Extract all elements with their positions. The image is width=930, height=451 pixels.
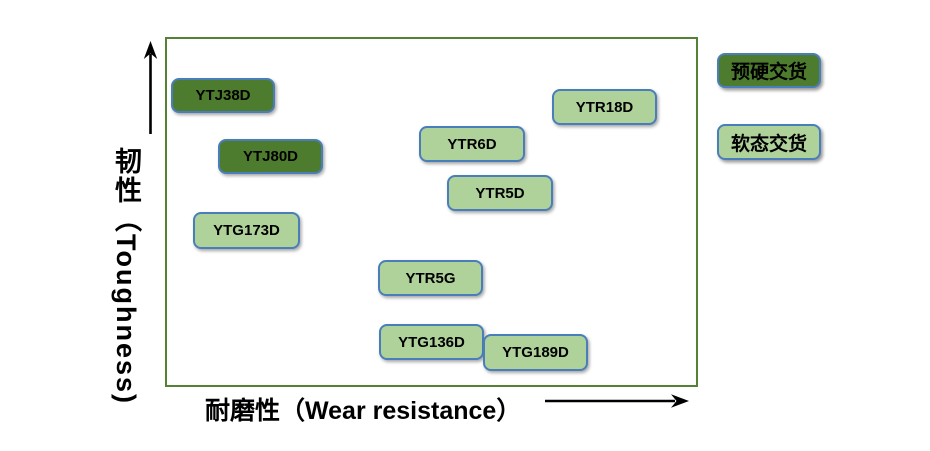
legend-item-label: 软态交货 [730, 133, 807, 155]
x-axis-label: 耐磨性（Wear resistance） [205, 397, 522, 425]
grade-box-YTR18D: YTR18D [552, 89, 657, 125]
grade-box-YTG189D: YTG189D [483, 334, 588, 371]
legend-item-label: 预硬交货 [730, 62, 807, 83]
grade-box-label: YTR5D [475, 184, 525, 202]
y-axis-label: 韧性（Toughness) [111, 147, 141, 405]
grade-box-YTR6D: YTR6D [419, 126, 525, 162]
grade-box-label: YTR6D [447, 135, 497, 153]
legend-item-软态交货: 软态交货 [717, 124, 821, 160]
grade-box-label: YTR18D [575, 98, 634, 116]
grade-box-label: YTR5G [405, 269, 456, 287]
grade-box-label: YTG173D [213, 222, 280, 239]
x-axis-arrow-icon [545, 394, 689, 408]
grade-box-label: YTG189D [502, 344, 569, 361]
grade-box-YTR5G: YTR5G [378, 260, 483, 296]
grade-box-YTG136D: YTG136D [379, 324, 484, 360]
grade-box-YTR5D: YTR5D [447, 175, 553, 211]
legend-item-预硬交货: 预硬交货 [717, 53, 821, 88]
grade-box-YTG173D: YTG173D [193, 212, 300, 249]
grade-box-label: YTJ38D [195, 87, 251, 104]
grade-box-YTJ38D: YTJ38D [171, 78, 275, 113]
grade-box-label: YTG136D [398, 333, 465, 351]
grade-box-label: YTJ80D [242, 148, 299, 165]
y-axis-arrow-icon [143, 41, 158, 134]
grade-box-YTJ80D: YTJ80D [218, 139, 323, 174]
